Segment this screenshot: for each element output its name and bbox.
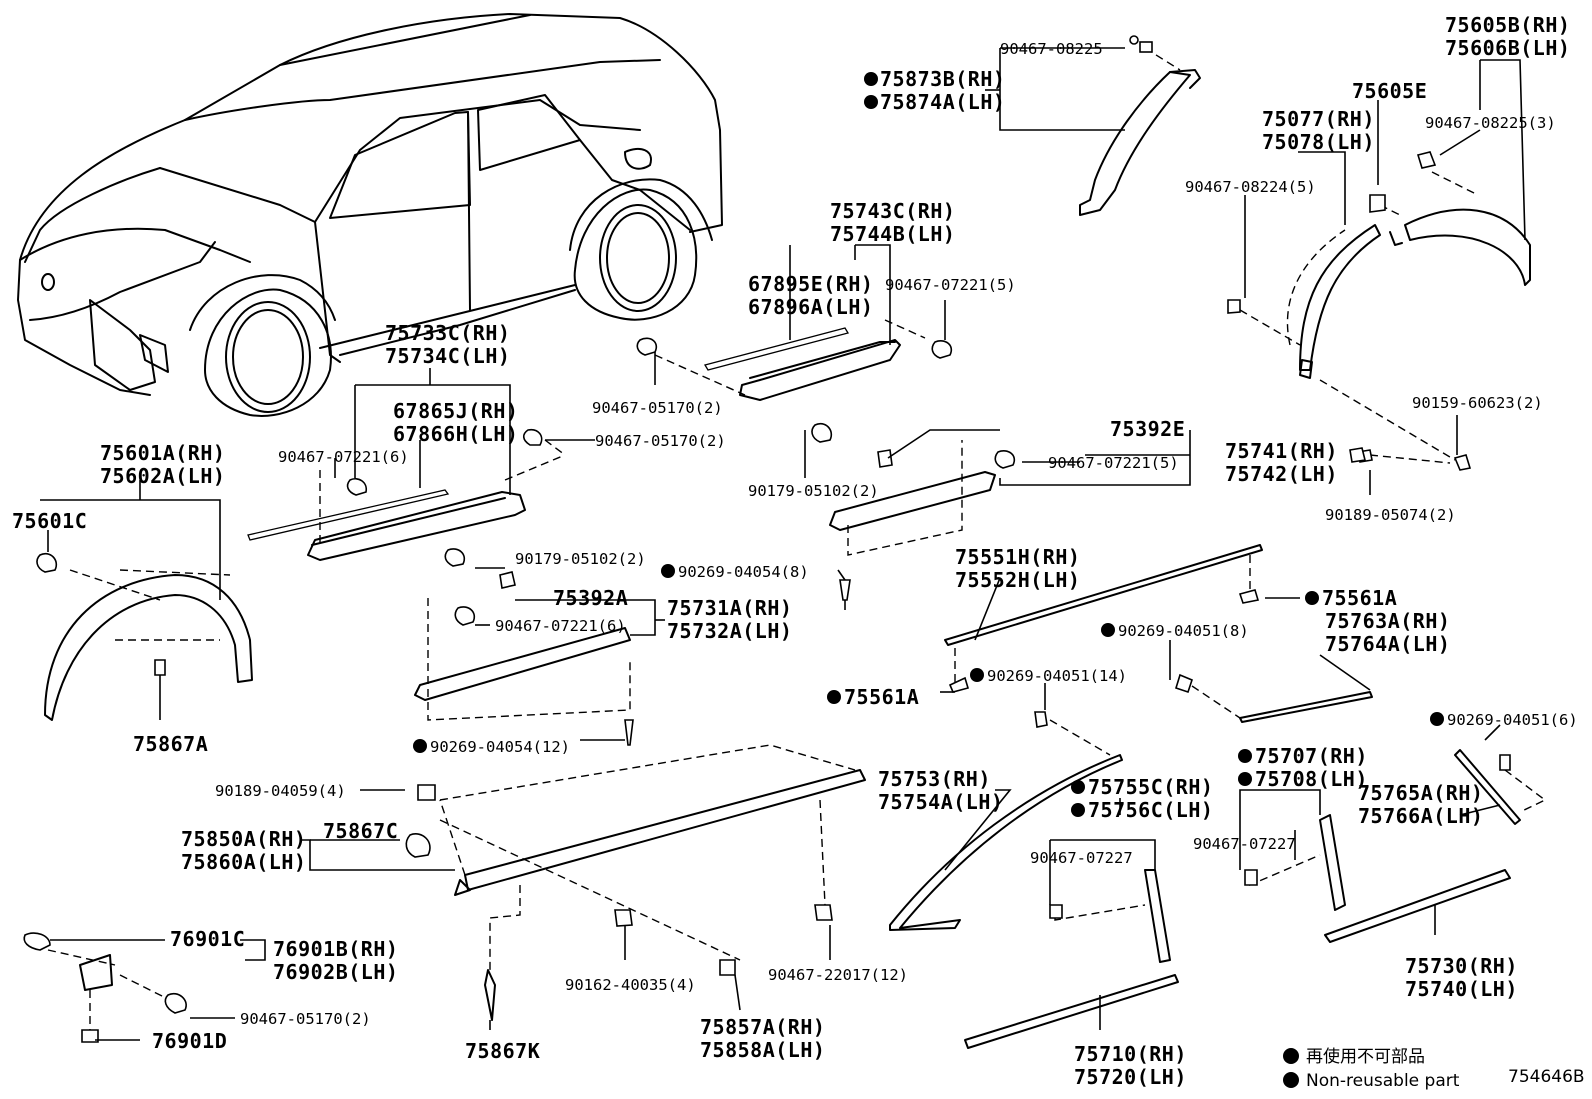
callout-label: 90162-40035(4) <box>565 976 696 994</box>
callout-label: 67896A(LH) <box>748 295 873 319</box>
callout-label: 90467-07221(5) <box>1048 454 1179 472</box>
callout-label: 76901D <box>152 1029 227 1053</box>
callout-label: 75733C(RH) <box>385 321 510 345</box>
callout-label: 75743C(RH) <box>830 199 955 223</box>
callout-label: 90467-08225 <box>1000 40 1103 58</box>
callout-label: 75766A(LH) <box>1358 804 1483 828</box>
callout-label: 75552H(LH) <box>955 568 1080 592</box>
callout-label: 67895E(RH) <box>748 272 873 296</box>
callout-label: 90159-60623(2) <box>1412 394 1543 412</box>
callout-label: 75754A(LH) <box>878 790 1003 814</box>
callout-label: 75551H(RH) <box>955 545 1080 569</box>
callout-label: 75753(RH) <box>878 767 991 791</box>
callout-label: 75606B(LH) <box>1445 36 1570 60</box>
callout-label: 75860A(LH) <box>181 850 306 874</box>
callout-label: 75867K <box>465 1039 540 1063</box>
callout-label: 75734C(LH) <box>385 344 510 368</box>
callout-label: 90467-07227 <box>1030 849 1133 867</box>
legend: 再使用不可部品 Non-reusable part 754646B <box>1283 1046 1585 1091</box>
callout-label: 90467-08224(5) <box>1185 178 1316 196</box>
callout-label: 75850A(RH) <box>181 827 306 851</box>
callout-label: 75867A <box>133 732 208 756</box>
callout-label: 75755C(RH) <box>1088 775 1213 799</box>
callout-label: 75732A(LH) <box>667 619 792 643</box>
callout-label: 75873B(RH) <box>880 67 1005 91</box>
callout-label: 67865J(RH) <box>393 399 518 423</box>
callout-label: 75742(LH) <box>1225 462 1338 486</box>
callout-label: 76901B(RH) <box>273 937 398 961</box>
callout-label: 75605B(RH) <box>1445 13 1570 37</box>
callout-label: 75708(LH) <box>1255 767 1368 791</box>
diagram-id: 754646B <box>1508 1067 1585 1087</box>
callout-label: 90467-22017(12) <box>768 966 908 984</box>
legend-japanese: 再使用不可部品 <box>1306 1046 1425 1067</box>
callout-label: 90467-05170(2) <box>240 1010 371 1028</box>
callout-label: 75605E <box>1352 79 1427 103</box>
callout-label: 75763A(RH) <box>1325 609 1450 633</box>
callout-label: 75756C(LH) <box>1088 798 1213 822</box>
callout-label: 90269-04051(14) <box>987 667 1127 685</box>
callout-labels: 90467-08225 75873B(RH) 75874A(LH) 75605B… <box>12 13 1578 1089</box>
mudguard-parts <box>23 932 187 1043</box>
callout-label: 76901C <box>170 927 245 951</box>
callout-label: 75078(LH) <box>1262 130 1375 154</box>
callout-label: 75601A(RH) <box>100 441 225 465</box>
callout-label: 67866H(LH) <box>393 422 518 446</box>
callout-label: 90179-05102(2) <box>748 482 879 500</box>
callout-label: 75741(RH) <box>1225 439 1338 463</box>
vehicle-illustration <box>17 13 723 417</box>
callout-label: 75392A <box>553 586 628 610</box>
callout-label: 75561A <box>1322 586 1397 610</box>
callout-label: 90467-05170(2) <box>595 432 726 450</box>
front-fender-arch-molding <box>36 552 253 721</box>
callout-label: 75765A(RH) <box>1358 781 1483 805</box>
fender-liner-rear-upper <box>1079 35 1201 216</box>
callout-label: 90467-07221(6) <box>278 448 409 466</box>
callout-label: 90179-05102(2) <box>515 550 646 568</box>
callout-label: 90269-04054(12) <box>430 738 570 756</box>
callout-label: 76902B(LH) <box>273 960 398 984</box>
callout-label: 75731A(RH) <box>667 596 792 620</box>
rear-wheel-arch-moldings <box>1227 151 1531 471</box>
roof-molding-parts <box>944 544 1373 723</box>
callout-label: 75601C <box>12 509 87 533</box>
callout-label: 90269-04051(6) <box>1447 711 1578 729</box>
legend-english: Non-reusable part <box>1306 1071 1460 1091</box>
callout-label: 90467-07221(5) <box>885 276 1016 294</box>
callout-label: 90269-04051(8) <box>1118 622 1249 640</box>
side-sill-rear-parts <box>636 319 953 401</box>
callout-label: 90269-04054(8) <box>678 563 809 581</box>
callout-label: 75392E <box>1110 417 1185 441</box>
callout-label: 75740(LH) <box>1405 977 1518 1001</box>
callout-label: 75874A(LH) <box>880 90 1005 114</box>
callout-label: 75561A <box>844 685 919 709</box>
callout-label: 75857A(RH) <box>700 1015 825 1039</box>
callout-label: 90467-08225(3) <box>1425 114 1556 132</box>
callout-label: 75710(RH) <box>1074 1042 1187 1066</box>
rear-door-lower-molding-parts <box>811 422 1366 610</box>
callout-label: 90467-05170(2) <box>592 399 723 417</box>
callout-label: 75720(LH) <box>1074 1065 1187 1089</box>
callout-label: 75867C <box>323 819 398 843</box>
callout-label: 75858A(LH) <box>700 1038 825 1062</box>
callout-label: 75744B(LH) <box>830 222 955 246</box>
callout-label: 75707(RH) <box>1255 744 1368 768</box>
front-pillar-window-frame <box>889 711 1179 1049</box>
callout-label: 90467-07221(6) <box>495 617 626 635</box>
callout-label: 90467-07227 <box>1193 835 1296 853</box>
callout-label: 75764A(LH) <box>1325 632 1450 656</box>
callout-label: 75730(RH) <box>1405 954 1518 978</box>
front-door-molding-parts <box>414 548 634 746</box>
front-door-lower-molding-parts <box>247 428 566 561</box>
callout-label: 90189-04059(4) <box>215 782 346 800</box>
callout-label: 75602A(LH) <box>100 464 225 488</box>
leader-lines <box>40 47 1526 1041</box>
callout-label: 90189-05074(2) <box>1325 506 1456 524</box>
center-pillar-and-belt-parts <box>1244 749 1547 943</box>
callout-label: 75077(RH) <box>1262 107 1375 131</box>
